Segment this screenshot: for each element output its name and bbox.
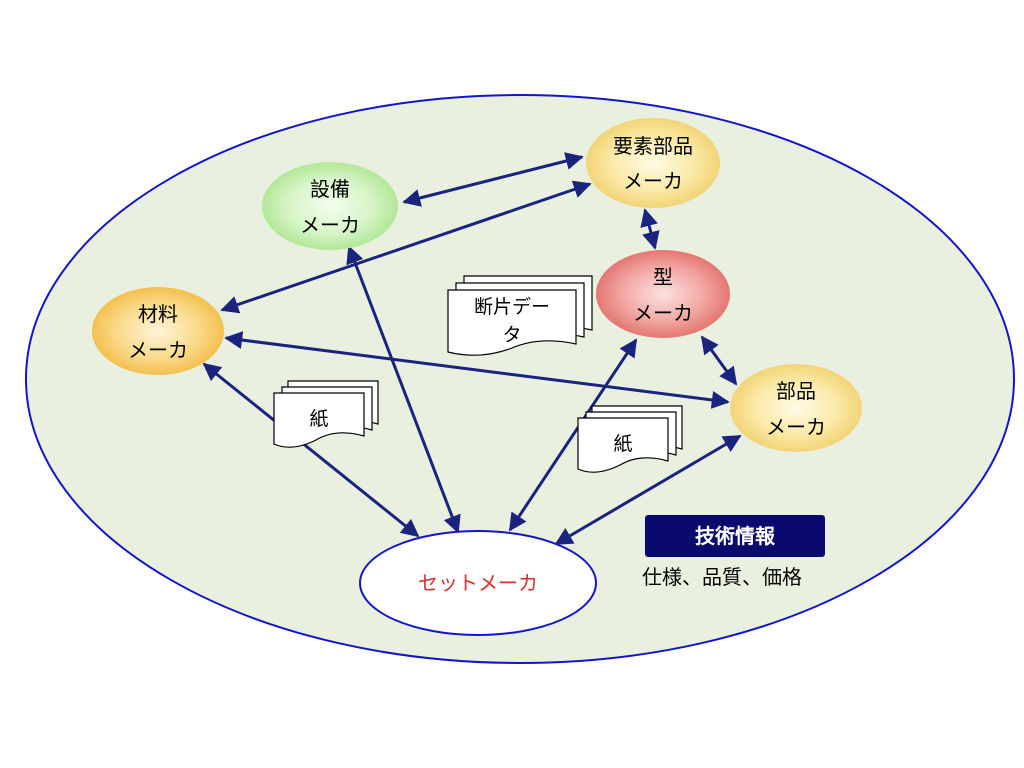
node-kata-maker: 型 メーカ bbox=[596, 250, 730, 338]
node-set-maker: セットメーカ bbox=[359, 530, 597, 636]
node-youso-line2: メーカ bbox=[623, 169, 683, 193]
node-buhin-maker: 部品 メーカ bbox=[730, 364, 862, 452]
info-box-title: 技術情報 bbox=[695, 524, 776, 548]
node-buhin-line1: 部品 bbox=[776, 379, 816, 403]
document-paper-left: 紙 bbox=[273, 380, 379, 448]
document-danpen-data: 断片デー タ bbox=[447, 275, 593, 356]
node-zairyo-maker: 材料 メーカ bbox=[92, 287, 224, 375]
node-youso-buhin-maker: 要素部品 メーカ bbox=[586, 118, 720, 208]
arrow-zairyo-buhin bbox=[224, 331, 730, 409]
node-kata-line2: メーカ bbox=[633, 301, 693, 325]
arrow-kata-set bbox=[508, 338, 638, 532]
document-danpen-line2: タ bbox=[502, 324, 521, 346]
document-paper-right: 紙 bbox=[577, 405, 683, 473]
info-box-subtitle: 仕様、品質、価格 bbox=[642, 565, 802, 589]
document-danpen-line1: 断片デー bbox=[474, 296, 550, 318]
document-paper-left-label: 紙 bbox=[309, 408, 328, 430]
node-setsubi-maker: 設備 メーカ bbox=[262, 162, 398, 250]
node-kata-line1: 型 bbox=[653, 265, 673, 289]
document-paper-right-label: 紙 bbox=[613, 433, 632, 455]
arrow-kata-buhin bbox=[700, 335, 738, 386]
node-buhin-line2: メーカ bbox=[766, 415, 826, 439]
node-set-label: セットメーカ bbox=[418, 571, 538, 595]
node-zairyo-line1: 材料 bbox=[138, 302, 178, 326]
connections bbox=[202, 152, 742, 546]
arrow-youso-kata bbox=[640, 208, 660, 250]
node-youso-line1: 要素部品 bbox=[613, 134, 693, 158]
info-box: 技術情報 仕様、品質、価格 bbox=[642, 515, 825, 589]
arrow-zairyo-set bbox=[202, 362, 420, 538]
node-setsubi-line1: 設備 bbox=[310, 177, 350, 201]
node-zairyo-line2: メーカ bbox=[128, 338, 188, 362]
arrow-buhin-set bbox=[554, 434, 742, 546]
node-setsubi-line2: メーカ bbox=[300, 213, 360, 237]
info-box-background bbox=[645, 515, 825, 557]
